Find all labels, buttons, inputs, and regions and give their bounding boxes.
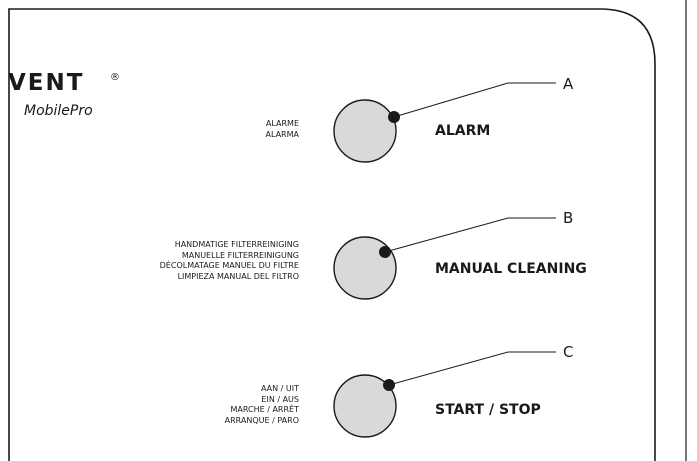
logo-brand: VENT [8, 70, 85, 96]
translation-line: EIN / AUS [261, 394, 299, 404]
start-stop-title: START / STOP [435, 402, 541, 418]
translation-line: MARCHE / ARRÊT [230, 405, 299, 414]
callout-line-b [384, 217, 556, 253]
translation-line: MANUELLE FILTERREINIGUNG [181, 250, 299, 260]
logo-registered-mark: ® [110, 72, 120, 83]
translation-line: HANDMATIGE FILTERREINIGING [174, 240, 299, 249]
manual-cleaning-title: MANUAL CLEANING [435, 261, 587, 277]
logo-model: MobilePro [24, 103, 93, 119]
start-stop-button[interactable] [333, 374, 397, 438]
start-stop-translations: AAN / UIT EIN / AUS MARCHE / ARRÊT ARRAN… [225, 384, 299, 426]
translation-line: ALARMA [265, 129, 299, 139]
alarm-title: ALARM [435, 123, 491, 139]
panel-outline [8, 8, 656, 461]
callout-line-c [388, 351, 556, 386]
callout-letter-a: A [563, 75, 574, 93]
callout-dot-c [383, 379, 395, 391]
callout-line-a [393, 82, 556, 118]
manual-cleaning-translations: HANDMATIGE FILTERREINIGING MANUELLE FILT… [160, 240, 299, 282]
callout-dot-a [388, 111, 400, 123]
translation-line: DÉCOLMATAGE MANUEL DU FILTRE [159, 261, 299, 270]
callout-dot-b [379, 246, 391, 258]
callout-letter-c: C [563, 343, 574, 361]
callout-letter-b: B [563, 209, 574, 227]
translation-line: ALARME [265, 119, 299, 128]
alarm-translations: ALARME ALARMA [265, 119, 299, 140]
alarm-button[interactable] [333, 99, 397, 163]
translation-line: AAN / UIT [260, 384, 299, 393]
translation-line: LIMPIEZA MANUAL DEL FILTRO [177, 271, 299, 281]
translation-line: ARRANQUE / PARO [224, 415, 299, 425]
